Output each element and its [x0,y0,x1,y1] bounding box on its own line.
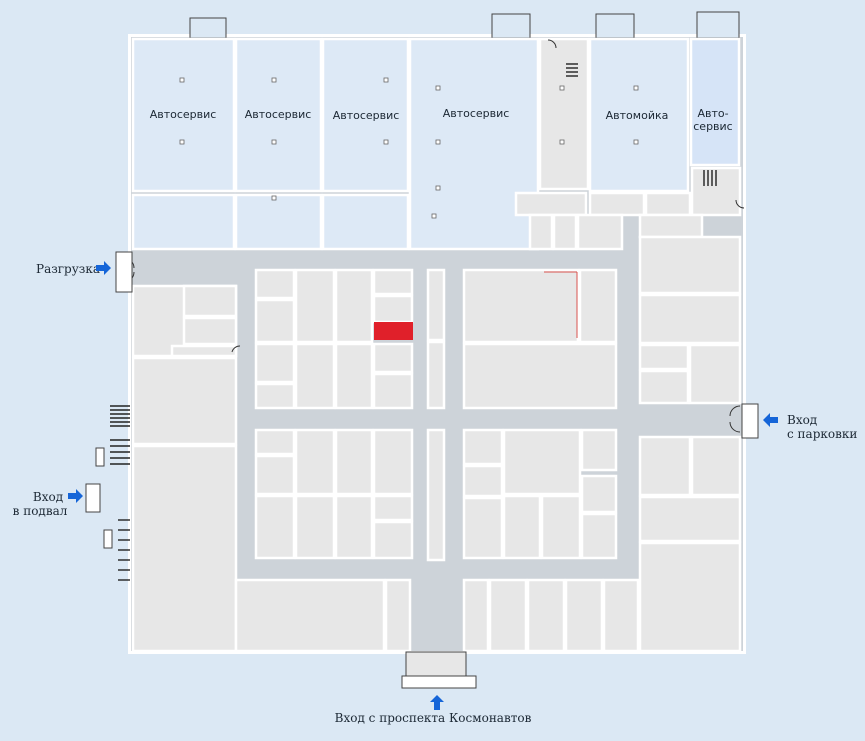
service-bay-label: Авто- [697,107,728,120]
unloading-door [115,251,133,293]
small-room [528,213,554,251]
retail-block-3 [254,428,414,560]
service-subroom [321,193,410,251]
main-entrance-label: Вход с проспекта Космонавтов [335,711,532,725]
parking-entrance-label: Вход [787,413,817,427]
utility-room [514,191,588,217]
west-rooms [131,284,238,653]
carwash-label: Автомойка [606,109,669,122]
service-bays [131,37,742,251]
service-bay-6[interactable] [689,37,741,167]
highlighted-store[interactable] [374,322,413,340]
small-room [552,213,578,251]
retail-column [426,268,446,562]
service-bay-label: Автосервис [333,109,400,122]
service-bay-2[interactable] [234,37,323,193]
south-rooms [234,578,640,653]
pillars [179,77,639,219]
service-subroom [131,193,236,251]
main-entrance-vestibule [401,651,477,689]
restroom [588,191,646,217]
service-bay-label: Автосервис [245,108,312,121]
parking-door [741,403,759,439]
service-bay-3[interactable] [321,37,410,193]
staircase-west [110,405,130,581]
small-room [576,213,624,251]
arrow-right-icon [96,261,111,275]
basement-entrance-label: в подвал [13,504,68,518]
retail-block-4 [462,428,618,560]
gates-top [189,11,740,39]
service-bay-label: Автосервис [443,107,510,120]
staircase-top [566,63,717,186]
arrow-left-icon [763,413,778,427]
service-bay-label: сервис [693,120,732,133]
side-frame [103,529,113,549]
restroom [644,191,692,217]
arrow-up-icon [430,695,444,710]
basement-door [85,483,101,513]
retail-block-1 [254,268,414,410]
basement-entrance-label: Вход [33,490,63,504]
parking-entrance-label: с парковки [787,427,857,441]
service-bay-4[interactable] [408,37,540,251]
stair-block [538,37,590,191]
unloading-label: Разгрузка [36,262,100,276]
service-bay-1[interactable] [131,37,236,193]
service-subroom [234,193,323,251]
arrow-right-icon [68,489,83,503]
east-rooms [638,235,742,653]
small-room [638,213,704,239]
carwash-bay[interactable] [588,37,690,193]
retail-block-2 [462,268,618,410]
service-bay-label: Автосервис [150,108,217,121]
side-frame [95,447,105,467]
